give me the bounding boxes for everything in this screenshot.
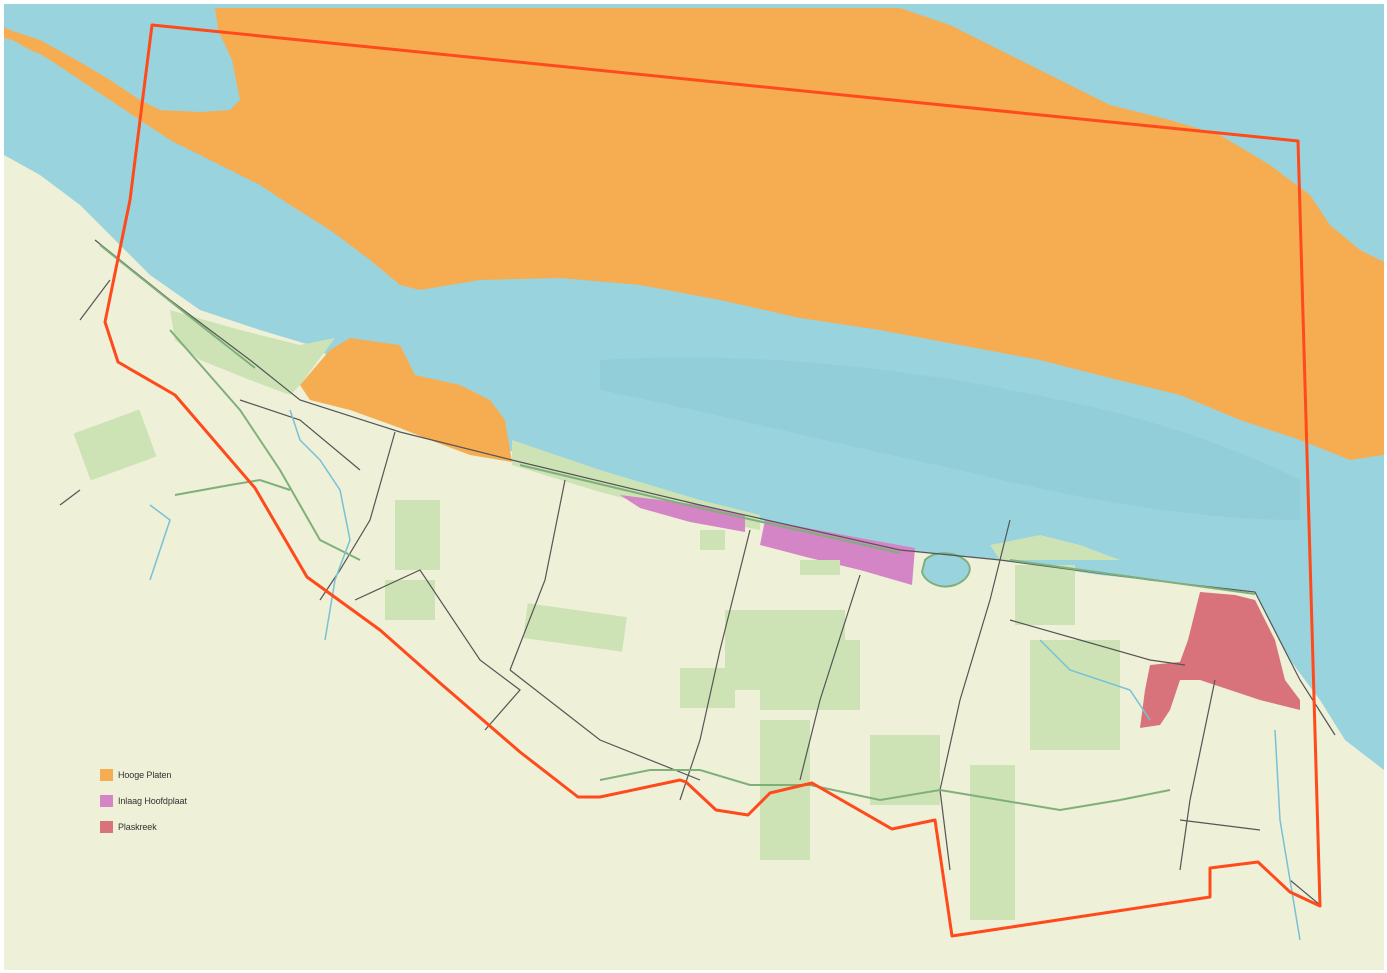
- road: [1289, 879, 1321, 906]
- hooge-platen-main: [4, 8, 1384, 460]
- legend-item-plaskreek: Plaskreek: [100, 820, 187, 833]
- road: [94, 239, 1336, 736]
- road: [1009, 619, 1186, 666]
- stream: [289, 409, 351, 641]
- dike: [599, 769, 1171, 812]
- road: [59, 489, 81, 506]
- road: [79, 279, 111, 321]
- dike: [519, 464, 901, 554]
- field: [1015, 565, 1075, 625]
- dike: [99, 244, 256, 369]
- road: [319, 431, 396, 601]
- dike-green-east: [990, 535, 1120, 560]
- dike: [174, 478, 291, 496]
- field: [970, 765, 1015, 920]
- road: [509, 669, 701, 781]
- field: [700, 530, 725, 550]
- field: [522, 603, 627, 652]
- plaskreek-area: [1140, 592, 1300, 728]
- legend-label: Plaskreek: [118, 821, 157, 832]
- field: [800, 560, 840, 575]
- stream: [149, 504, 171, 581]
- road: [799, 574, 861, 781]
- legend-label: Hooge Platen: [118, 769, 172, 780]
- hooge-platen-south: [300, 338, 512, 462]
- legend-swatch: [100, 768, 113, 781]
- field: [870, 735, 940, 805]
- field: [385, 580, 435, 620]
- field: [395, 500, 440, 570]
- field: [1030, 640, 1120, 750]
- field: [760, 640, 860, 710]
- road: [509, 479, 566, 671]
- legend-swatch: [100, 820, 113, 833]
- road: [354, 569, 521, 731]
- fields: [73, 409, 1120, 920]
- stream: [1039, 639, 1151, 721]
- field: [680, 668, 735, 708]
- study-area-boundary: [103, 23, 1322, 938]
- dikes: [99, 244, 1256, 812]
- inlaag-hoofdplaat-area-1: [620, 495, 745, 532]
- inlaag-hoofdplaat-area-2: [760, 520, 915, 585]
- stream: [1274, 729, 1301, 941]
- road: [239, 399, 361, 471]
- dike: [169, 329, 361, 561]
- deep-channel: [600, 357, 1300, 520]
- streams: [149, 409, 1301, 941]
- legend-item-inlaag-hoofdplaat: Inlaag Hoofdplaat: [100, 794, 187, 807]
- road: [939, 519, 1011, 871]
- dike: [1009, 559, 1256, 595]
- lake: [920, 552, 971, 588]
- legend-label: Inlaag Hoofdplaat: [118, 795, 187, 806]
- legend-item-hooge-platen: Hooge Platen: [100, 768, 187, 781]
- road: [1179, 819, 1261, 831]
- road: [1179, 679, 1216, 871]
- field: [73, 409, 157, 481]
- map-legend: Hooge Platen Inlaag Hoofdplaat Plaskreek: [100, 768, 187, 846]
- hooge-platen-strip: [4, 28, 170, 120]
- land-area: [4, 155, 1384, 970]
- legend-swatch: [100, 794, 113, 807]
